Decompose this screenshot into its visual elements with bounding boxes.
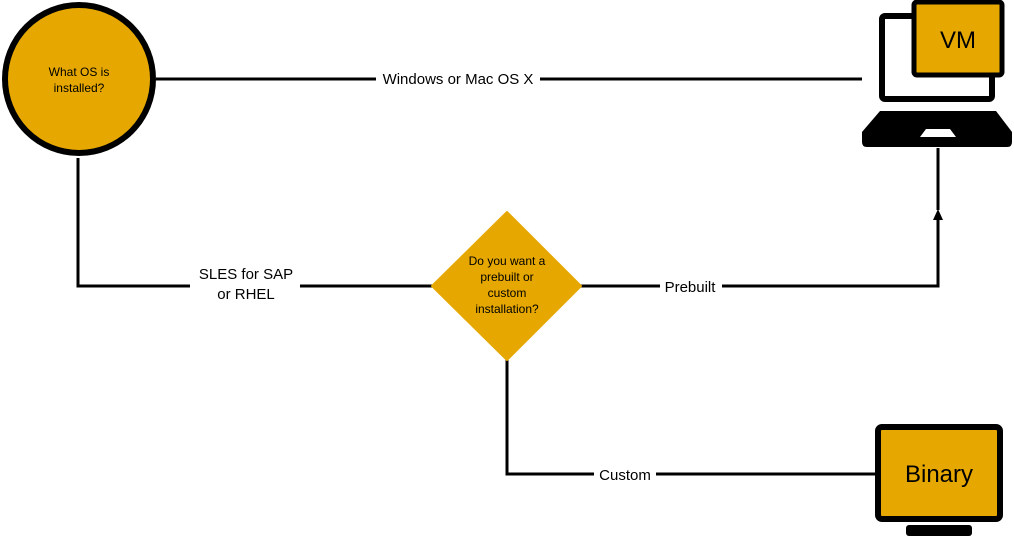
binary-monitor-icon: Binary [875,424,1003,536]
decision-diamond [431,211,582,361]
binary-box [875,424,1003,522]
start-circle [2,2,156,156]
binary-label: Binary [905,461,973,488]
arrowhead-prebuilt [933,209,943,220]
start-label-line-2: installed? [54,81,105,95]
vm-box [911,0,1005,78]
edge-label-bg [190,262,300,304]
decision-node: Do you want a prebuilt or custom install… [431,211,582,361]
monitor-stand [906,525,972,536]
connector-prebuilt [581,214,940,288]
start-label-line-1: What OS is [49,65,110,79]
vm-label: VM [940,27,976,54]
vm-laptop-icon: VM [862,0,1012,147]
edge-label-windows-mac: Windows or Mac OS X [383,71,534,88]
edge-label-bg [660,277,722,297]
decision-label-line-4: installation? [475,302,539,316]
connector-sles-rhel [76,158,432,288]
connector-custom [505,358,878,476]
edge-label-sles-line-2: or RHEL [217,286,275,303]
edge-label-bg [376,68,540,88]
decision-label-line-1: Do you want a [469,254,546,268]
edge-label-custom: Custom [599,467,651,484]
decision-label-line-2: prebuilt or [480,270,533,284]
decision-label-line-3: custom [488,286,527,300]
edge-label-prebuilt: Prebuilt [665,279,717,296]
edge-label-bg [594,465,656,485]
edge-label-sles-line-1: SLES for SAP [199,266,293,283]
laptop-trackpad [920,129,956,137]
start-node: What OS is installed? [2,2,156,156]
